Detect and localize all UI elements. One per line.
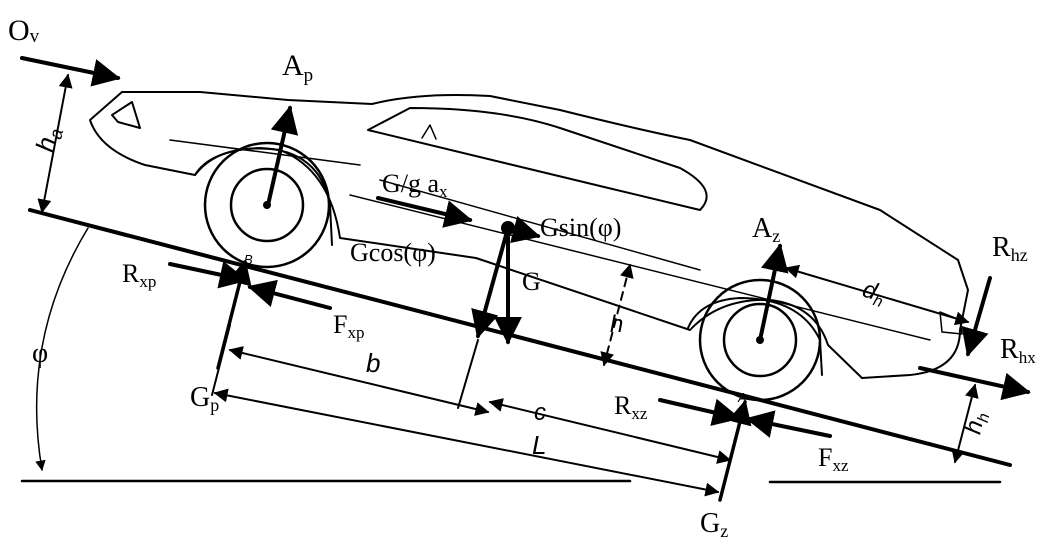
fxp-arrow — [247, 279, 332, 310]
rhz-arrow — [961, 276, 992, 357]
label-l: L — [532, 430, 546, 460]
road-line — [28, 208, 1012, 467]
l-dimension — [213, 388, 720, 497]
rxz-arrow — [658, 398, 741, 426]
c-dimension — [488, 398, 732, 464]
ap-arrow — [266, 105, 299, 207]
label-rhz: Rhz — [992, 232, 1028, 265]
label-b: b — [366, 348, 380, 378]
hh-dimension — [951, 383, 979, 464]
dh-dimension — [784, 264, 970, 326]
rhx-arrow — [918, 366, 1031, 401]
gcos-arrow — [471, 226, 510, 339]
label-az: Az — [752, 213, 780, 246]
label-ha: ha — [30, 124, 67, 155]
label-point-b: B — [244, 252, 253, 267]
label-phi: φ — [32, 338, 48, 369]
c-baseline — [457, 339, 479, 409]
label-rxp: Rxp — [122, 259, 156, 291]
label-gp: Gp — [190, 382, 219, 415]
label-dh: dh — [858, 276, 889, 311]
label-rxz: Rxz — [614, 391, 648, 423]
rxp-arrow — [168, 261, 248, 289]
label-point-a: A — [737, 390, 747, 405]
label-c: c — [534, 399, 546, 426]
b-baseline — [211, 324, 231, 396]
label-rhx: Rhx — [1000, 334, 1036, 367]
ggax-arrow — [376, 196, 473, 228]
angle-phi-arc — [35, 227, 89, 472]
label-fxz: Fxz — [818, 443, 849, 475]
gz-arrow — [718, 399, 752, 502]
label-h: h — [610, 311, 623, 338]
label-gcos: Gcos(φ) — [350, 238, 436, 267]
label-hh: hh — [959, 409, 993, 437]
label-gz: Gz — [700, 508, 728, 539]
h-dimension — [600, 263, 634, 367]
label-gsin: Gsin(φ) — [540, 213, 621, 242]
label-ov: Ov — [8, 14, 40, 47]
ov-arrow — [20, 56, 121, 87]
label-fxp: Fxp — [333, 310, 364, 342]
gsin-arrow — [506, 215, 541, 244]
ha-dimension — [37, 73, 73, 214]
fxz-arrow — [745, 410, 832, 438]
label-g: G — [522, 267, 541, 296]
az-arrow — [758, 243, 789, 342]
label-ap: Ap — [282, 49, 313, 86]
label-ggax: G/g ax — [382, 169, 448, 201]
